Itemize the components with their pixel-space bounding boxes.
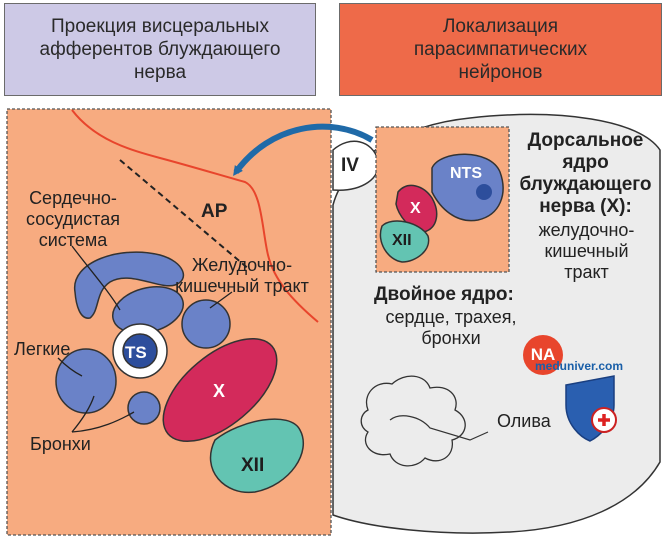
pointer-gi — [209, 291, 233, 309]
watermark-logo: NA — [523, 335, 563, 375]
hypoglossal-large-label: XII — [241, 455, 265, 476]
nucleus-ambiguus-title: Двойное ядро: — [374, 284, 514, 305]
nts-inner-dot — [476, 184, 492, 200]
ts-nucleus — [122, 333, 158, 369]
cardiovascular-label: Сердечно- сосудистая система — [26, 188, 120, 250]
midline-dashed — [119, 159, 251, 271]
gi-tract-label: Желудочно- кишечный тракт — [175, 255, 309, 296]
pointer-cardio — [71, 245, 121, 311]
pointer-lungs — [57, 357, 83, 377]
bronchi-label: Бронхи — [30, 434, 91, 454]
nucleus-ambiguus-targets: сердце, трахея, бронхи — [385, 307, 517, 348]
bronchi-nucleus — [127, 391, 161, 425]
olive-outline — [360, 375, 466, 467]
watermark-site: meduniver.com — [535, 359, 624, 373]
hypoglossal-small-label: XII — [392, 232, 412, 249]
header-parasympathetic-localization: Локализация парасимпатических нейронов — [339, 3, 662, 96]
watermark-cross — [598, 414, 610, 426]
dorsal-nucleus-target: желудочно- кишечный тракт — [538, 220, 635, 282]
dorsal-nucleus-title: Дорсальное ядро блуждающего нерва (X): — [519, 130, 652, 217]
ts-label: TS — [125, 343, 147, 362]
olive-label: Олива — [497, 411, 551, 431]
gi-nucleus — [181, 299, 231, 349]
pointer-bronchi-lung — [71, 395, 95, 433]
header-afferent-projection: Проекция висцеральных афферентов блуждаю… — [4, 3, 316, 96]
nts-label: NTS — [450, 165, 482, 182]
vagus-dorsal-nucleus-large — [162, 337, 278, 443]
cardiovascular-arc-nucleus — [74, 251, 185, 319]
vagus-small-label: X — [410, 200, 421, 217]
vagus-dorsal-nucleus-small — [395, 184, 438, 233]
header-afferent-projection-text: Проекция висцеральных афферентов блуждаю… — [39, 16, 281, 83]
olive-inner-line — [389, 415, 489, 441]
area-postrema-label: AP — [201, 201, 228, 222]
zoom-arrow — [233, 123, 374, 177]
area-postrema-contour — [71, 109, 319, 323]
hypoglossal-nucleus-small — [379, 220, 430, 263]
header-parasympathetic-localization-text: Локализация парасимпатических нейронов — [413, 16, 588, 83]
lungs-label: Легкие — [14, 339, 71, 359]
hypoglossal-nucleus-large — [209, 418, 305, 494]
fourth-ventricle-label: IV — [341, 155, 359, 176]
vagus-large-label: X — [213, 381, 226, 401]
pointer-bronchi-small — [71, 411, 135, 433]
nts-nucleus — [431, 153, 504, 222]
